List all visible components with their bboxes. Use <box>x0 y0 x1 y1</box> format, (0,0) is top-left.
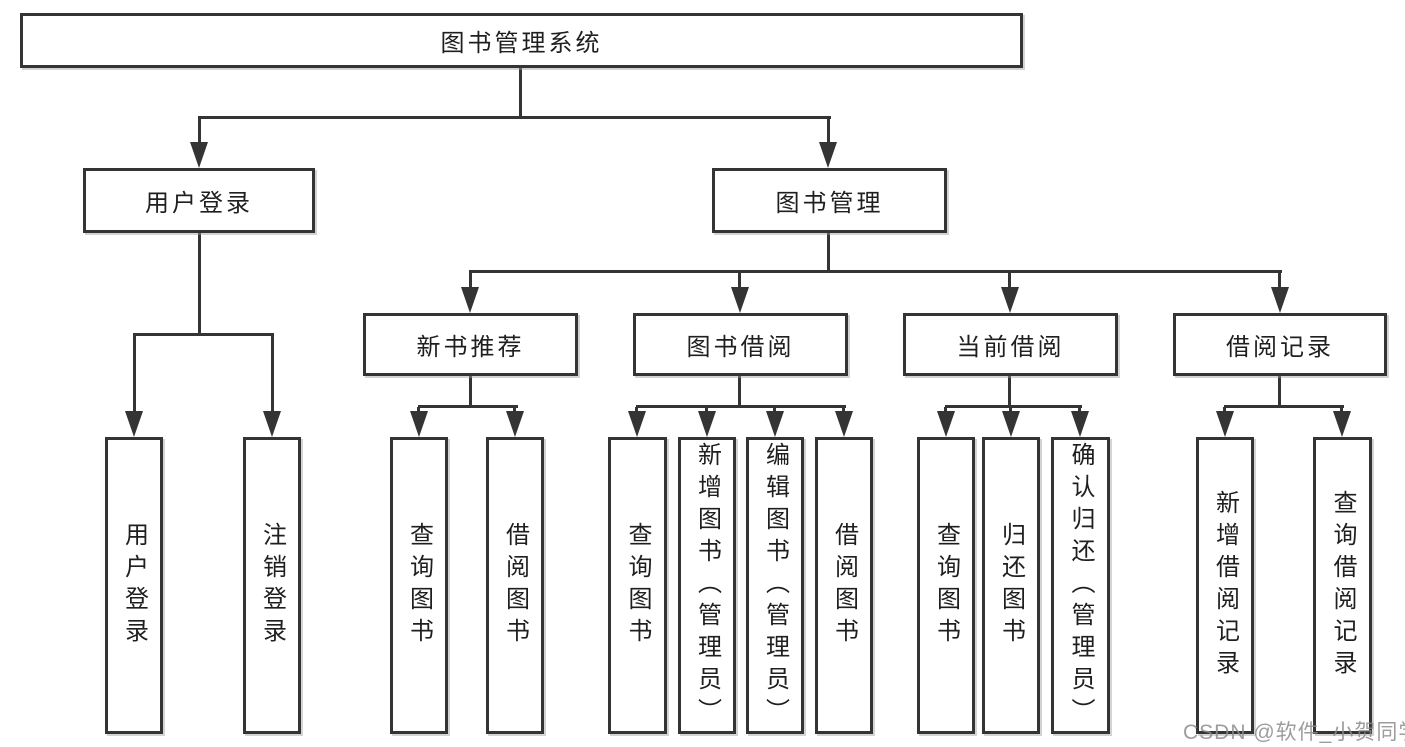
connector-to-leaf-logout <box>271 334 274 414</box>
leaf-logout: 注销登录 <box>243 437 301 734</box>
connector-recommend-stem <box>469 376 472 407</box>
connector-to-new-book-recommend <box>469 272 472 290</box>
node-book-borrowing: 图书借阅 <box>633 313 848 376</box>
connector-to-user-login-group <box>198 117 201 145</box>
leaf-user-login: 用户登录 <box>105 437 163 734</box>
connector-to-book-borrowing <box>738 272 741 290</box>
leaf-query-books-recommend: 查询图书 <box>390 437 448 734</box>
arrowhead-down-icon <box>190 142 208 168</box>
connector-recommend-hbar <box>418 405 518 408</box>
connector-user-login-stem <box>198 233 201 335</box>
csdn-watermark: CSDN @软件_小贺同学 <box>1183 721 1405 744</box>
arrowhead-down-icon <box>835 411 853 437</box>
node-user-login-group: 用户登录 <box>83 168 315 233</box>
leaf-borrow-books-borrowing: 借阅图书 <box>815 437 873 734</box>
connector-root-stem <box>519 68 522 118</box>
leaf-borrow-books-recommend: 借阅图书 <box>486 437 544 734</box>
arrowhead-down-icon <box>506 411 524 437</box>
connector-current-hbar <box>945 405 1082 408</box>
connector-borrowing-hbar <box>636 405 846 408</box>
connector-current-stem <box>1008 376 1011 407</box>
connector-to-book-management <box>827 117 830 145</box>
arrowhead-down-icon <box>263 411 281 437</box>
arrowhead-down-icon <box>1071 411 1089 437</box>
arrowhead-down-icon <box>628 411 646 437</box>
connector-borrowing-stem <box>738 376 741 407</box>
arrowhead-down-icon <box>1333 411 1351 437</box>
arrowhead-down-icon <box>1271 287 1289 313</box>
node-borrowing-records: 借阅记录 <box>1173 313 1387 376</box>
arrowhead-down-icon <box>1002 411 1020 437</box>
arrowhead-down-icon <box>125 411 143 437</box>
leaf-add-books-admin: 新增图书（管理员） <box>678 437 736 734</box>
node-book-management: 图书管理 <box>712 168 947 233</box>
arrowhead-down-icon <box>410 411 428 437</box>
node-new-book-recommend: 新书推荐 <box>363 313 578 376</box>
connector-book-management-hbar <box>469 270 1282 273</box>
arrowhead-down-icon <box>819 142 837 168</box>
connector-to-leaf-user-login <box>133 334 136 414</box>
arrowhead-down-icon <box>698 411 716 437</box>
connector-user-login-hbar <box>133 333 274 336</box>
connector-records-stem <box>1278 376 1281 407</box>
connector-records-hbar <box>1224 405 1344 408</box>
connector-root-hbar <box>198 116 831 119</box>
connector-book-management-stem <box>827 233 830 272</box>
arrowhead-down-icon <box>461 287 479 313</box>
connector-to-current-borrowing <box>1008 272 1011 290</box>
leaf-confirm-return-admin: 确认归还（管理员） <box>1051 437 1110 734</box>
leaf-add-borrow-record: 新增借阅记录 <box>1196 437 1254 734</box>
leaf-query-borrow-record: 查询借阅记录 <box>1313 437 1372 734</box>
node-current-borrowing: 当前借阅 <box>903 313 1118 376</box>
arrowhead-down-icon <box>1216 411 1234 437</box>
arrowhead-down-icon <box>766 411 784 437</box>
arrowhead-down-icon <box>937 411 955 437</box>
leaf-query-books-borrowing: 查询图书 <box>608 437 667 734</box>
arrowhead-down-icon <box>1001 287 1019 313</box>
leaf-query-books-current: 查询图书 <box>917 437 975 734</box>
leaf-return-books: 归还图书 <box>982 437 1040 734</box>
arrowhead-down-icon <box>731 287 749 313</box>
leaf-edit-books-admin: 编辑图书（管理员） <box>746 437 804 734</box>
connector-to-borrowing-records <box>1278 272 1281 290</box>
node-library-management-system: 图书管理系统 <box>20 13 1023 68</box>
